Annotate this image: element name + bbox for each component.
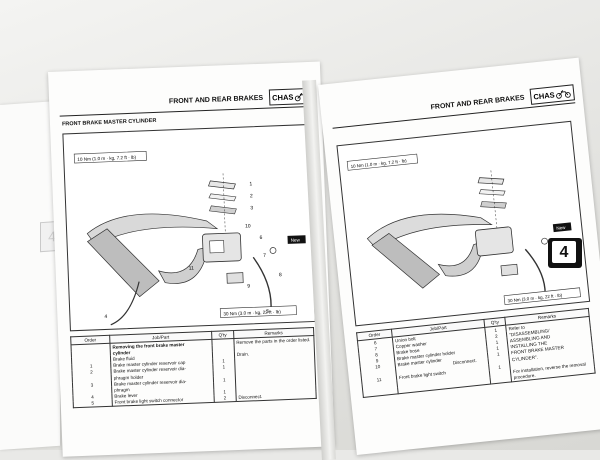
diaphragm [209, 205, 237, 215]
cell-qty [490, 374, 512, 384]
torque-box-top [346, 153, 419, 171]
page-header-title: FRONT AND REAR BRAKES [430, 94, 525, 112]
callout-10: 10 [245, 223, 251, 229]
left-page: FRONT AND REAR BRAKES CHAS FRONT BRAKE M… [48, 61, 335, 457]
master-cylinder-body [474, 226, 514, 257]
section-tab-number: 4 [552, 241, 576, 263]
new-badge-text: New [291, 237, 301, 242]
handlebar-grip [86, 228, 160, 298]
callout-4: 4 [104, 314, 107, 320]
page-header-title: FRONT AND REAR BRAKES [168, 94, 264, 106]
chassis-badge-label: CHAS [532, 90, 556, 102]
torque-top-text: 10 Nm (1.0 m · kg, 7.2 ft · lb) [77, 155, 136, 162]
chassis-badge-label: CHAS [271, 92, 294, 103]
handlebar-grip [371, 232, 441, 289]
callout-3: 3 [250, 205, 253, 211]
chassis-badge: CHAS [529, 84, 575, 105]
callout-5: 5 [266, 309, 269, 315]
callout-2: 2 [250, 193, 253, 199]
union-bolt [541, 237, 548, 245]
new-badge-text: New [556, 225, 566, 231]
cylinder-holder [226, 272, 244, 284]
union-bolt [269, 247, 277, 254]
callout-8: 8 [279, 272, 282, 278]
page-header: FRONT AND REAR BRAKES CHAS [330, 84, 576, 129]
diaphragm-holder [478, 189, 506, 196]
torque-top-text: 10 Nm (1.0 m · kg, 7.2 ft · lb) [350, 158, 407, 169]
cell-order: 5 [73, 399, 113, 408]
new-badge [287, 235, 306, 244]
cylinder-holder [500, 263, 519, 277]
reservoir-cap [208, 180, 236, 190]
master-cylinder-illustration: 10 Nm (1.0 m · kg, 7.2 ft · lb) New 30 N… [346, 153, 581, 305]
motorcycle-icon [556, 90, 571, 99]
torque-bottom-text: 30 Nm (3.0 m · kg, 22 ft · lb) [223, 309, 281, 316]
callout-7: 7 [263, 253, 266, 259]
torque-box-top [73, 150, 147, 164]
master-cylinder-illustration: 10 Nm (1.0 m · kg, 7.2 ft · lb) New 30 N… [73, 150, 306, 326]
torque-box-bottom [503, 287, 581, 305]
section-tab: 4 [548, 238, 582, 268]
diaphragm-holder [208, 193, 237, 202]
section-subtitle: FRONT BRAKE MASTER CYLINDER [61, 117, 157, 128]
callout-11: 11 [189, 266, 195, 272]
callout-1: 1 [249, 181, 252, 187]
reservoir-cap [477, 177, 505, 185]
callout-9: 9 [247, 283, 250, 289]
exploded-diagram: 10 Nm (1.0 m · kg, 7.2 ft · lb) New 30 N… [336, 120, 591, 327]
page-header: FRONT AND REAR BRAKES CHAS [59, 87, 314, 117]
right-page: FRONT AND REAR BRAKES CHAS 10 Nm (1.0 m … [318, 57, 600, 455]
callout-numbers: 1 2 3 4 5 6 7 8 9 10 11 [104, 181, 282, 320]
parts-table: Order Job/Part Q'ty Remarks Removing the… [70, 327, 317, 408]
handlebar-housing [366, 213, 493, 250]
callout-6: 6 [259, 235, 262, 241]
exploded-diagram: 10 Nm (1.0 m · kg, 7.2 ft · lb) New 30 N… [62, 124, 316, 332]
torque-bottom-text: 30 Nm (3.0 m · kg, 22 ft · lb) [507, 293, 563, 304]
diaphragm [480, 201, 507, 209]
cell-qty: 2 [213, 394, 237, 403]
handlebar-housing [86, 213, 219, 246]
new-badge [552, 222, 572, 233]
torque-box-bottom [219, 305, 297, 318]
brake-lever [158, 246, 209, 284]
